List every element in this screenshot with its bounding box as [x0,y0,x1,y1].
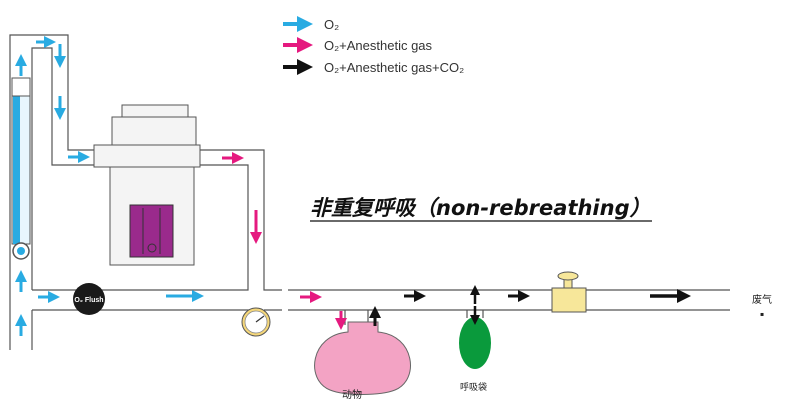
bag-label: 呼吸袋 [460,381,487,393]
breathing-bag [459,317,491,369]
legend: O₂ O₂+Anesthetic gas O₂+Anesthetic gas+C… [283,16,464,75]
o2-flush-button: O₂ Flush [73,283,105,315]
valve-icon [551,271,587,313]
o2-flush-label: O₂ Flush [74,297,103,304]
animal-label: 动物 [342,388,362,401]
diagram-title: 非重复呼吸（non-rebreathing） [310,196,651,220]
flow-arrows [15,36,691,336]
vaporizer-icon [93,104,201,266]
legend-label-exhaled: O₂+Anesthetic gas+CO₂ [324,60,464,75]
exhaust-dot: ▪ [760,311,764,318]
legend-label-anesthetic: O₂+Anesthetic gas [324,38,433,53]
gauge-icon [241,307,271,337]
legend-label-o2: O₂ [324,17,339,32]
exhaust-label: 废气 [752,293,772,306]
flowmeter-icon [11,77,31,260]
animal-chamber [314,321,411,395]
